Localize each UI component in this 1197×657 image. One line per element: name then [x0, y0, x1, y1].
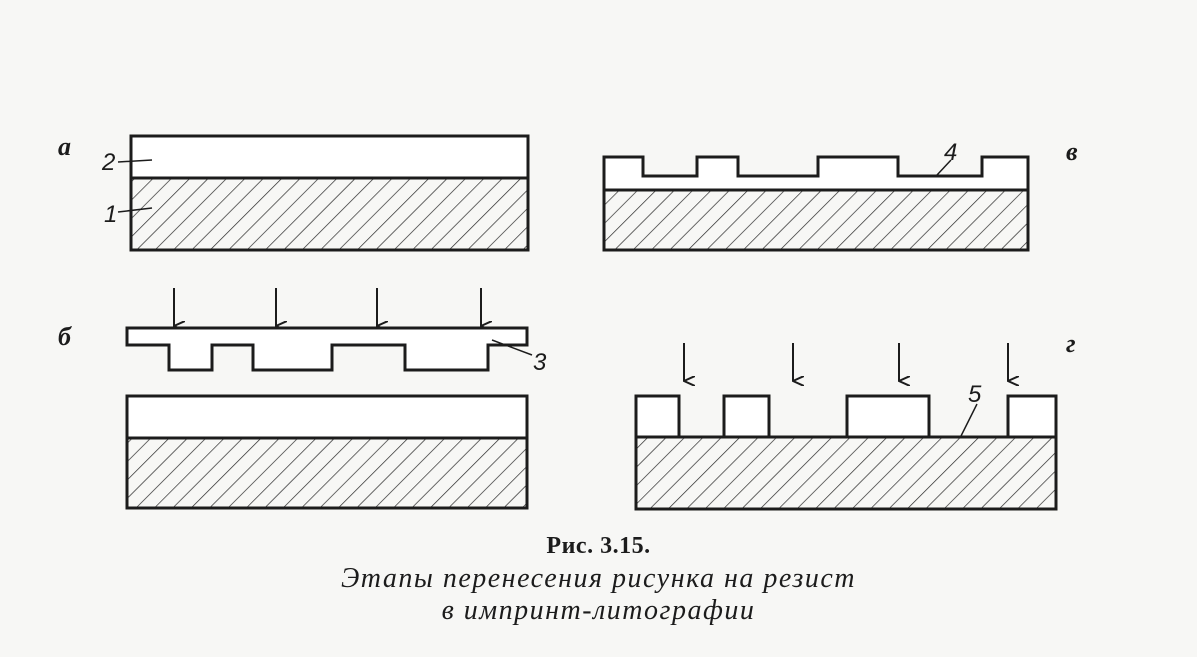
- substrate: [129, 176, 530, 252]
- figure-number: Рис. 3.15.: [546, 533, 651, 559]
- leader-line-2: [117, 159, 153, 163]
- substrate: [125, 436, 529, 510]
- pressure-arrows: [173, 288, 481, 326]
- leader-line-5: [960, 403, 978, 437]
- leader-line-4: [936, 159, 952, 176]
- etch-arrows: [683, 343, 1008, 381]
- leader-line-3: [491, 339, 533, 356]
- callout-5: 5: [968, 381, 982, 408]
- callout-3: 3: [533, 349, 547, 376]
- leader-line-1: [117, 207, 153, 213]
- imprinted-resist: [602, 155, 1030, 192]
- substrate: [634, 435, 1058, 511]
- callout-1: 1: [104, 201, 117, 228]
- caption-line-1: Этапы перенесения рисунка на резист: [340, 563, 857, 594]
- resist-layer: [125, 394, 529, 440]
- panel-label-g: г: [1066, 329, 1076, 358]
- substrate: [602, 188, 1030, 252]
- panel-label-a: а: [58, 132, 71, 161]
- caption-line-2: в импринт-литографии: [441, 595, 756, 626]
- panel-g: г 5: [634, 329, 1076, 511]
- resist-pattern: [634, 394, 1058, 437]
- callout-2: 2: [101, 149, 115, 176]
- panel-v: в 4: [602, 137, 1078, 252]
- resist-layer: [129, 134, 530, 180]
- callout-4: 4: [944, 139, 957, 166]
- stamp-mold: [125, 326, 529, 372]
- panel-label-v: в: [1066, 137, 1078, 166]
- panel-a: а 2 1: [58, 132, 530, 252]
- imprint-lithography-diagram: а 2 1 б 3 в 4 г: [58, 132, 1078, 511]
- panel-label-b: б: [58, 322, 72, 351]
- panel-b: б 3: [58, 288, 547, 510]
